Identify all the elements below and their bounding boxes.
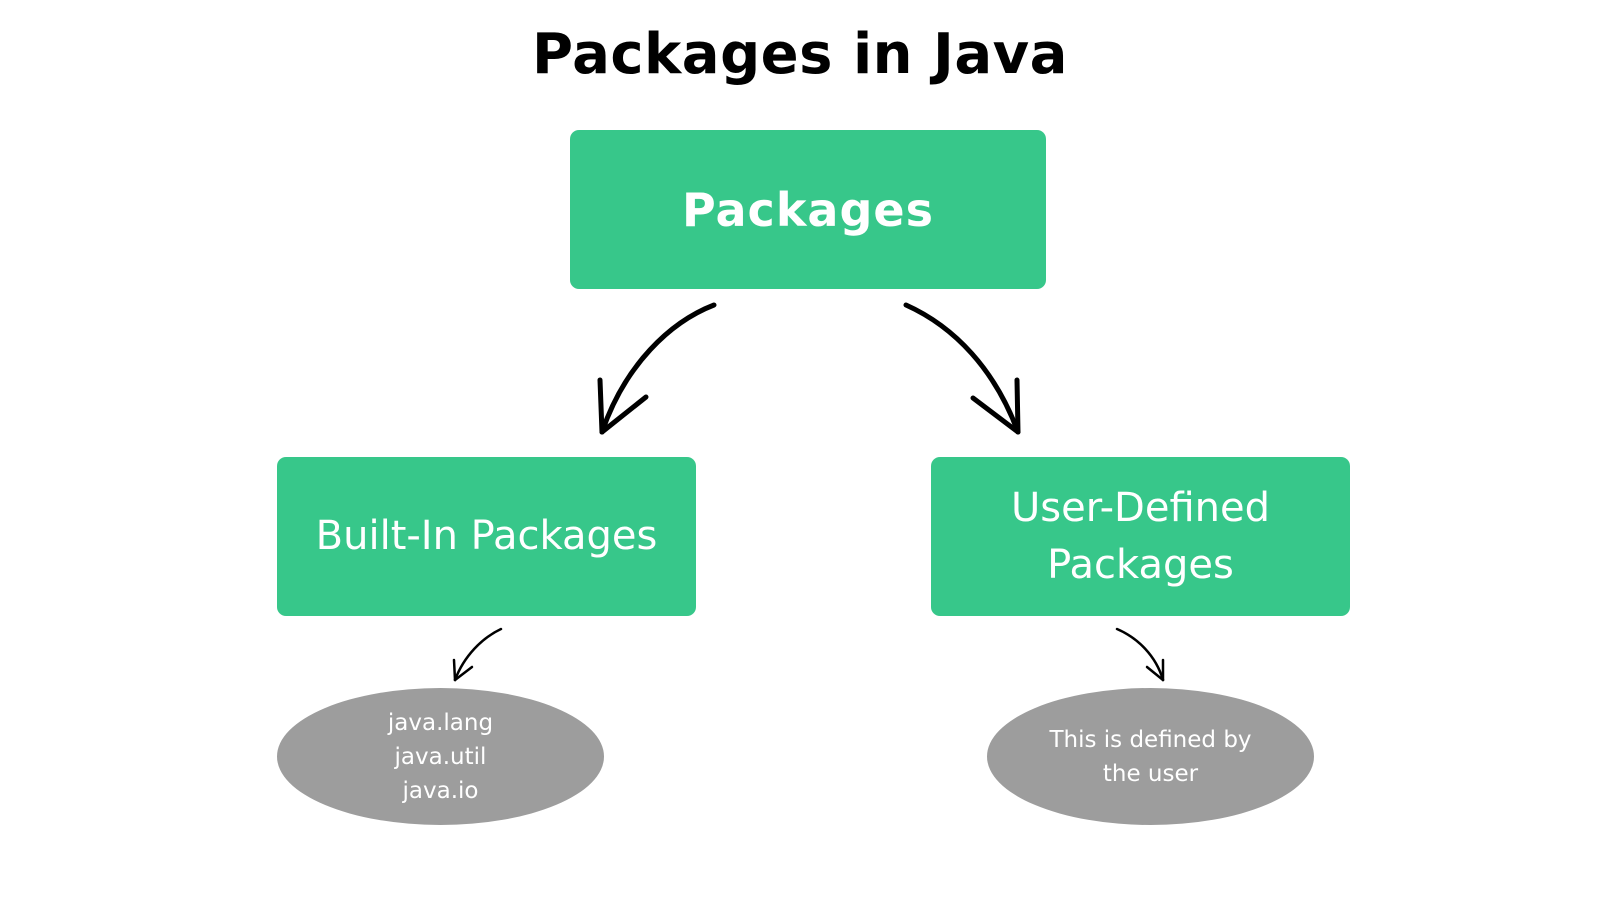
- user-defined-label-line1: User-Defined: [1010, 484, 1270, 531]
- built-in-example-item: java.lang: [387, 709, 494, 736]
- built-in-example-item: java.util: [394, 743, 487, 770]
- packages-node-label: Packages: [682, 182, 934, 237]
- built-in-examples-ellipse: java.lang java.util java.io: [277, 688, 604, 825]
- arrow-to-built-in: [597, 302, 717, 435]
- diagram-title: Packages in Java: [532, 22, 1068, 87]
- user-defined-label-line2: Packages: [1047, 541, 1234, 588]
- built-in-packages-node: Built-In Packages: [277, 457, 696, 616]
- arrow-to-user-description: [1115, 627, 1165, 682]
- arrow-to-user-defined: [903, 302, 1021, 435]
- user-defined-description-ellipse: This is defined by the user: [987, 688, 1314, 825]
- user-defined-packages-node: User-Defined Packages: [931, 457, 1350, 616]
- built-in-packages-label: Built-In Packages: [315, 513, 658, 559]
- arrow-to-built-in-examples: [452, 627, 503, 682]
- packages-node: Packages: [570, 130, 1046, 289]
- built-in-example-item: java.io: [402, 777, 479, 804]
- user-defined-description-line1: This is defined by: [1049, 726, 1252, 753]
- user-defined-description-line2: the user: [1102, 760, 1199, 787]
